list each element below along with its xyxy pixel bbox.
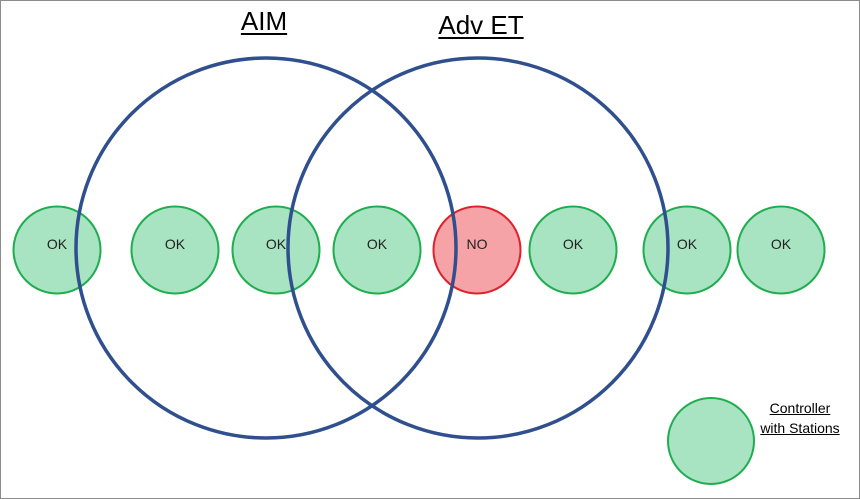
legend-layer <box>667 397 755 485</box>
legend-label: Controller with Stations <box>740 398 860 438</box>
controller-node-6 <box>528 205 618 295</box>
controller-2-label: OK <box>164 236 186 252</box>
controller-1-label: OK <box>46 236 68 252</box>
legend-label-line-1: Controller <box>769 400 831 416</box>
controller-8-label: OK <box>770 236 792 252</box>
legend-swatch <box>667 397 755 485</box>
controller-node-8 <box>736 205 826 295</box>
controller-6-label: OK <box>562 236 584 252</box>
controller-node-4 <box>332 205 422 295</box>
controller-node-3 <box>231 205 321 295</box>
adv-et-set-title: Adv ET <box>438 10 524 40</box>
controller-5-label: NO <box>466 236 488 252</box>
aim-set-ring <box>74 56 458 440</box>
controller-4-label: OK <box>366 236 388 252</box>
adv-et-set-ring <box>286 56 670 440</box>
set-layer <box>74 56 670 440</box>
controller-3-label: OK <box>265 236 287 252</box>
controller-7-label: OK <box>676 236 698 252</box>
legend-label-line-2: with Stations <box>760 420 840 436</box>
controller-node-2 <box>130 205 220 295</box>
aim-set-title: AIM <box>240 6 288 36</box>
